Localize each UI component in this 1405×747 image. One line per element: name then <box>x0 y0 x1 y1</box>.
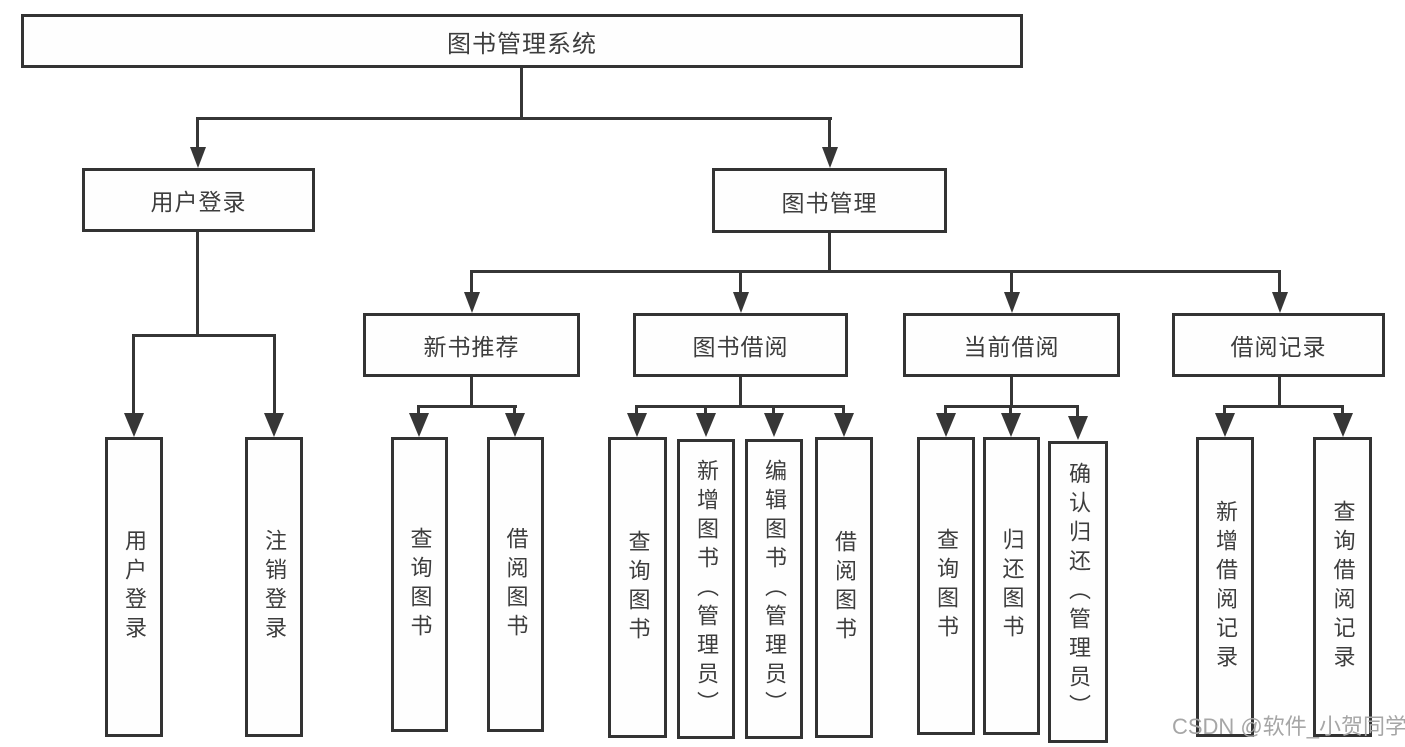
leaf-label: 查询图书 <box>625 529 651 646</box>
arrowhead-leaf <box>834 413 854 437</box>
arrowhead-leaf <box>627 413 647 437</box>
csdn-watermark: CSDN @软件_小贺同学 <box>1171 714 1405 739</box>
node-label: 图书借阅 <box>692 334 789 360</box>
connector-level3-hline <box>470 270 1281 273</box>
leaf-borrow-books: 借阅图书 <box>815 437 873 738</box>
connector-group-stub <box>470 377 473 408</box>
connector-drop <box>132 334 135 417</box>
arrowhead-leaf <box>696 413 716 437</box>
arrowhead-leaf <box>1001 413 1021 437</box>
connector-drop <box>273 334 276 417</box>
connector-drop <box>1076 405 1079 417</box>
arrowhead-new-book <box>464 292 480 313</box>
node-borrow-records: 借阅记录 <box>1172 313 1385 377</box>
node-new-book-recommend: 新书推荐 <box>363 313 580 377</box>
connector-drop <box>944 405 947 417</box>
leaf-label: 归还图书 <box>999 528 1025 644</box>
leaf-label: 查询图书 <box>407 526 433 643</box>
leaf-query-books-current: 查询图书 <box>917 437 975 735</box>
connector-drop <box>1010 270 1013 295</box>
arrowhead-book-borrow <box>733 292 749 313</box>
leaf-label: 编辑图书（管理员） <box>762 458 787 720</box>
node-label: 用户登录 <box>150 189 247 215</box>
arrowhead-borrow-record <box>1272 292 1288 313</box>
node-user-login: 用户登录 <box>82 168 315 232</box>
leaf-label: 确认归还（管理员） <box>1066 461 1091 723</box>
connector-drop <box>635 405 638 417</box>
node-library-management-system: 图书管理系统 <box>21 14 1023 68</box>
node-label: 图书管理 <box>781 189 878 216</box>
leaf-query-books-recommend: 查询图书 <box>391 437 448 732</box>
node-label: 借阅记录 <box>1230 334 1327 360</box>
connector-drop <box>1341 405 1344 417</box>
leaf-query-borrow-record: 查询借阅记录 <box>1313 437 1372 737</box>
leaf-label: 新增图书（管理员） <box>694 458 719 720</box>
leaf-add-borrow-record: 新增借阅记录 <box>1196 437 1254 737</box>
connector-login-hline <box>132 334 276 337</box>
node-label: 当前借阅 <box>963 334 1060 360</box>
arrowhead-leaf <box>409 413 429 437</box>
leaf-label: 用户登录 <box>122 529 147 645</box>
leaf-label: 查询借阅记录 <box>1330 500 1356 674</box>
connector-root-stub <box>520 68 523 118</box>
arrowhead-book-mgmt <box>822 147 838 168</box>
leaf-label: 新增借阅记录 <box>1213 500 1238 674</box>
connector-group-stub <box>1278 377 1281 408</box>
connector-drop <box>513 405 516 417</box>
leaf-label: 借阅图书 <box>832 529 857 646</box>
connector-drop <box>417 405 420 417</box>
node-label: 图书管理系统 <box>447 30 597 58</box>
leaf-label: 查询图书 <box>934 528 959 644</box>
connector-drop <box>739 270 742 295</box>
node-current-borrowing: 当前借阅 <box>903 313 1120 377</box>
connector-drop <box>772 405 775 417</box>
leaf-add-books-admin: 新增图书（管理员） <box>677 439 735 739</box>
arrowhead-leaf <box>1068 416 1088 440</box>
leaf-label: 注销登录 <box>262 529 287 645</box>
connector-group-stub <box>1010 377 1013 408</box>
arrowhead-leaf <box>1215 413 1235 437</box>
connector-level2-hline <box>197 117 832 120</box>
leaf-user-login: 用户登录 <box>105 437 163 737</box>
connector-drop <box>1223 405 1226 417</box>
connector-user-login-stub <box>196 117 199 150</box>
connector-mgmt-down <box>828 233 831 273</box>
leaf-return-books: 归还图书 <box>983 437 1040 735</box>
connector-book-mgmt-stub <box>828 117 831 150</box>
leaf-borrow-books-recommend: 借阅图书 <box>487 437 544 732</box>
connector-group-hline <box>417 405 517 408</box>
arrowhead-leaf <box>264 413 284 437</box>
connector-login-down <box>196 232 199 337</box>
leaf-confirm-return-admin: 确认归还（管理员） <box>1048 441 1108 743</box>
connector-group-hline <box>1223 405 1344 408</box>
arrowhead-leaf <box>124 413 144 437</box>
connector-drop <box>842 405 845 417</box>
arrowhead-leaf <box>764 413 784 437</box>
arrowhead-leaf <box>936 413 956 437</box>
leaf-query-books-borrowing: 查询图书 <box>608 437 667 738</box>
connector-drop <box>704 405 707 417</box>
connector-drop <box>1009 405 1012 417</box>
node-book-management: 图书管理 <box>712 168 947 233</box>
arrowhead-current-borrow <box>1004 292 1020 313</box>
connector-group-stub <box>739 377 742 408</box>
leaf-edit-books-admin: 编辑图书（管理员） <box>745 439 803 739</box>
node-book-borrowing: 图书借阅 <box>633 313 848 377</box>
leaf-logout-login: 注销登录 <box>245 437 303 737</box>
node-label: 新书推荐 <box>423 334 520 360</box>
arrowhead-user-login <box>190 147 206 168</box>
leaf-label: 借阅图书 <box>503 526 529 643</box>
connector-group-hline <box>635 405 845 408</box>
connector-drop <box>1278 270 1281 295</box>
connector-drop <box>470 270 473 295</box>
arrowhead-leaf <box>1333 413 1353 437</box>
arrowhead-leaf <box>505 413 525 437</box>
